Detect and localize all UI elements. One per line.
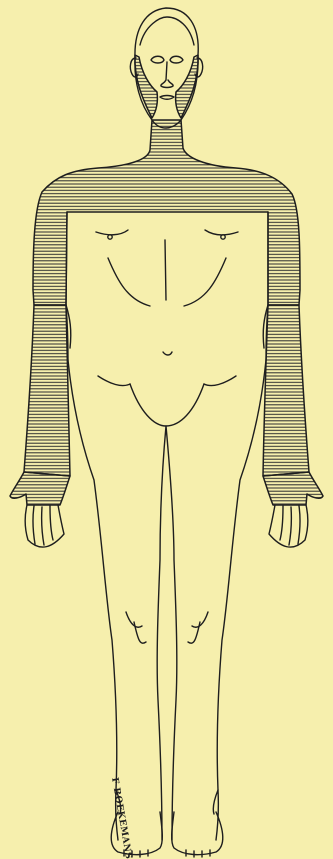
anatomical-figure: F BOEKEMANS SC. <box>0 0 333 859</box>
